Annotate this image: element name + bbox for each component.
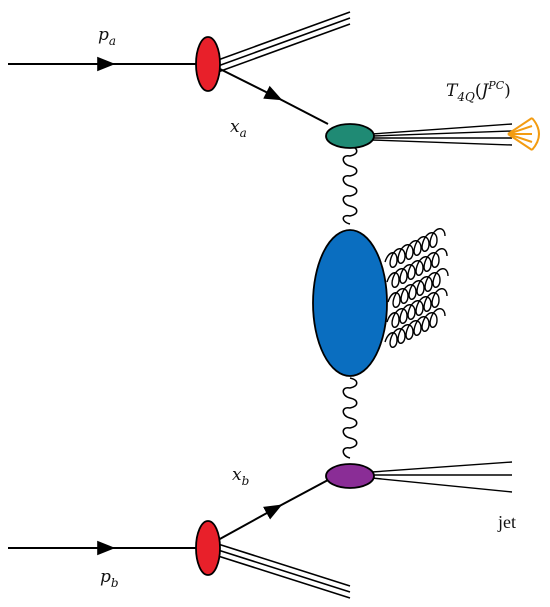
- radiated-gluons: [384, 228, 449, 348]
- label-pa: pa: [98, 25, 116, 48]
- jet-lines: [371, 461, 513, 493]
- proton-a-remnant: [217, 11, 351, 73]
- arrow-icon: [217, 67, 283, 101]
- proton-blob-b: [195, 520, 221, 576]
- proton-b-remnant: [217, 543, 351, 599]
- label-tetraquark: T4Q(JPC): [446, 79, 511, 104]
- label-xb: xb: [232, 465, 249, 488]
- parton-a-line: [217, 67, 329, 125]
- tetraquark-lines: [371, 123, 513, 146]
- label-jet: jet: [497, 512, 516, 532]
- proton-blob-a: [195, 36, 221, 92]
- parton-b-line: [217, 479, 329, 541]
- upper-vertex-blob: [325, 123, 375, 149]
- gluon-line-icon: [342, 145, 358, 225]
- arrow-icon: [217, 504, 283, 541]
- cone-icon: [507, 117, 540, 151]
- label-pb: pb: [100, 567, 119, 590]
- lower-vertex-blob: [325, 463, 375, 489]
- gluon-line-icon: [342, 377, 358, 459]
- central-blob: [312, 229, 388, 377]
- label-xa: xa: [230, 117, 247, 140]
